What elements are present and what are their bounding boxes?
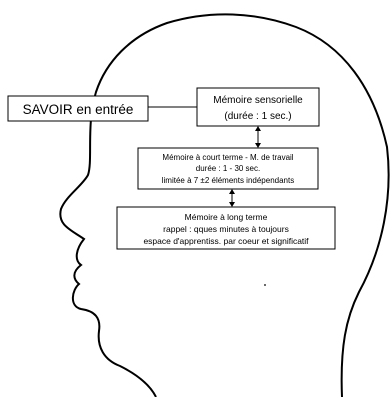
long-term-memory-box: Mémoire à long terme rappel : qques minu… [116, 206, 336, 250]
sensory-memory-box: Mémoire sensorielle (durée : 1 sec.) [196, 87, 320, 127]
short-term-memory-box: Mémoire à court terme - M. de travail du… [137, 147, 319, 190]
dot-mark [264, 284, 266, 286]
sensory-memory-title: Mémoire sensorielle [213, 95, 303, 106]
short-term-memory-duration: durée : 1 - 30 sec. [196, 164, 260, 173]
double-arrow-short-long [229, 189, 235, 207]
long-term-memory-recall: rappel : qques minutes à toujours [163, 224, 289, 234]
double-arrow-sensory-short [255, 126, 261, 148]
short-term-memory-capacity: limitée à 7 ±2 éléments indépendants [162, 176, 294, 185]
sensory-memory-duration: (durée : 1 sec.) [224, 111, 291, 122]
long-term-memory-title: Mémoire à long terme [185, 212, 268, 222]
input-box-label: SAVOIR en entrée [23, 102, 134, 117]
input-box: SAVOIR en entrée [7, 95, 149, 122]
short-term-memory-title: Mémoire à court terme - M. de travail [162, 153, 293, 162]
head-silhouette [59, 13, 390, 397]
long-term-memory-space: espace d'apprentiss. par coeur et signif… [143, 236, 309, 246]
